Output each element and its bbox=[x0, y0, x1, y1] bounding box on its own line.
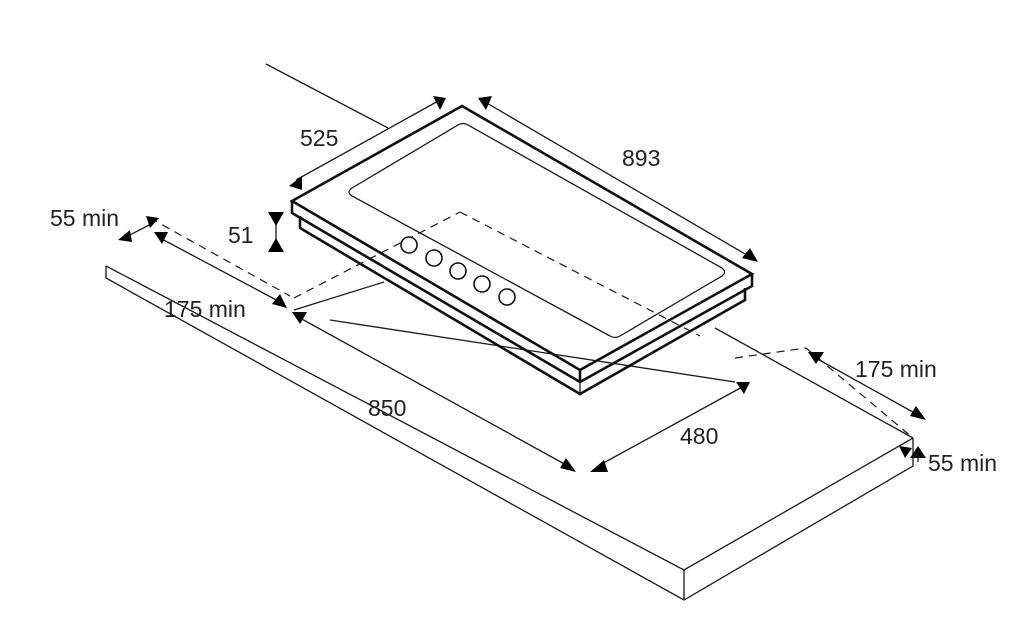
hob-side-profile bbox=[290, 201, 754, 384]
cutout-left-guide bbox=[149, 217, 291, 297]
arrow-icon bbox=[910, 406, 926, 420]
dim-line-850 bbox=[299, 317, 569, 467]
cutout-front-line bbox=[293, 281, 385, 311]
arrowheads bbox=[118, 96, 926, 472]
dim-line-175-right bbox=[813, 356, 921, 417]
countertop bbox=[105, 63, 914, 601]
arrow-icon bbox=[118, 230, 132, 242]
cutout-right-guide bbox=[805, 347, 914, 439]
hob-glass-panel bbox=[348, 122, 726, 339]
arrow-icon bbox=[272, 294, 287, 308]
countertop-right-edge bbox=[714, 327, 914, 439]
arrow-icon bbox=[560, 458, 576, 472]
label-55-min-right: 55 min bbox=[928, 450, 997, 476]
label-480: 480 bbox=[680, 423, 718, 449]
cutout-back-edge bbox=[459, 211, 701, 337]
cutout-left-edge bbox=[293, 211, 461, 299]
knob-icon bbox=[498, 288, 516, 306]
dim-line-525 bbox=[295, 99, 441, 181]
knob-icon bbox=[425, 249, 443, 267]
label-175-min-right: 175 min bbox=[855, 356, 937, 382]
dim-line-175-left bbox=[159, 237, 281, 303]
dim-line-480 bbox=[597, 385, 745, 467]
label-850: 850 bbox=[368, 395, 406, 421]
arrow-icon bbox=[289, 176, 302, 190]
knob-icon bbox=[473, 275, 491, 293]
arrow-icon bbox=[268, 212, 284, 226]
arrow-icon bbox=[736, 382, 750, 394]
label-893: 893 bbox=[622, 145, 660, 171]
arrow-icon bbox=[154, 232, 168, 244]
arrow-icon bbox=[478, 96, 492, 110]
control-knobs bbox=[400, 236, 516, 306]
arrow-icon bbox=[899, 446, 912, 458]
arrow-icon bbox=[292, 312, 307, 324]
cutout-outline bbox=[149, 211, 914, 439]
arrow-icon bbox=[433, 96, 446, 110]
arrow-icon bbox=[910, 446, 926, 458]
label-525: 525 bbox=[300, 125, 338, 151]
dim-line-893 bbox=[484, 101, 753, 259]
hob-top-surface bbox=[289, 104, 755, 372]
label-175-min-left: 175 min bbox=[164, 296, 246, 322]
dimension-labels: 525 893 51 55 min 175 min 850 480 175 mi… bbox=[50, 125, 997, 476]
cutout-right-extension bbox=[734, 347, 807, 359]
arrow-icon bbox=[146, 216, 159, 228]
arrow-icon bbox=[268, 238, 284, 252]
arrow-icon bbox=[808, 352, 824, 364]
knob-icon bbox=[400, 236, 418, 254]
arrow-icon bbox=[742, 248, 758, 262]
arrow-icon bbox=[590, 460, 608, 472]
label-55-min-left: 55 min bbox=[50, 205, 119, 231]
knob-icon bbox=[449, 262, 467, 280]
countertop-back-edge bbox=[265, 63, 389, 129]
label-51: 51 bbox=[228, 222, 254, 248]
hob bbox=[289, 104, 755, 396]
cutout-inner-line bbox=[329, 319, 736, 383]
